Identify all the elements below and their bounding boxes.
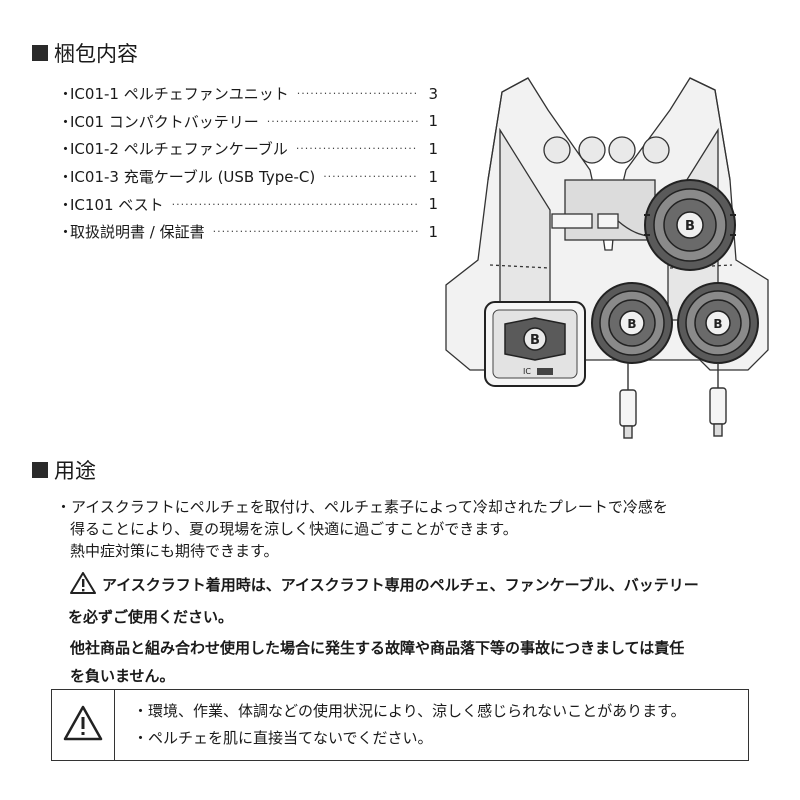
usage-line: ・アイスクラフトにペルチェを取付け、ペルチェ素子によって冷却されたプレートで冷感… (56, 498, 668, 516)
compact-battery: B IC (484, 301, 586, 387)
leader-dots (297, 87, 418, 100)
svg-text:B: B (713, 317, 722, 331)
package-item-qty: 3 (428, 84, 438, 103)
svg-text:B: B (685, 219, 695, 234)
package-item-name: IC01-1 ペルチェファンユニット (70, 85, 289, 104)
package-item: ・ IC01-3 充電ケーブル (USB Type-C) 1 (58, 163, 438, 191)
leader-dots (172, 198, 418, 211)
exclusive-use-warning: アイスクラフト着用時は、アイスクラフト専用のペルチェ、ファンケーブル、バッテリー… (68, 571, 770, 631)
leader-dots (213, 225, 418, 238)
package-item-qty: 1 (428, 167, 438, 186)
fan-cable (619, 363, 727, 439)
package-item-qty: 1 (428, 112, 438, 131)
package-item: ・ 取扱説明書 / 保証書 1 (58, 218, 438, 246)
usage-line: 熱中症対策にも期待できます。 (70, 542, 279, 560)
caution-icon-cell (52, 690, 115, 760)
package-item-list: ・ IC01-1 ペルチェファンユニット 3 ・ IC01 コンパクトバッテリー… (58, 80, 438, 246)
caution-lines: ・環境、作業、体調などの使用状況により、涼しく感じられないことがあります。 ・ペ… (115, 690, 686, 760)
package-item-name: IC01-3 充電ケーブル (USB Type-C) (70, 168, 316, 187)
package-item: ・ IC101 ベスト 1 (58, 190, 438, 218)
peltier-fan-unit: B (677, 282, 759, 364)
package-item-qty: 1 (428, 222, 438, 241)
package-item-qty: 1 (428, 195, 438, 214)
package-item-name: 取扱説明書 / 保証書 (70, 223, 205, 242)
caution-box: ・環境、作業、体調などの使用状況により、涼しく感じられないことがあります。 ・ペ… (51, 689, 749, 761)
warning-triangle-icon (63, 705, 103, 745)
package-item: ・ IC01-2 ペルチェファンケーブル 1 (58, 135, 438, 163)
leader-dots (323, 170, 418, 183)
liability-note: 他社商品と組み合わせ使用した場合に発生する故障や商品落下等の事故につきましては責… (70, 639, 685, 685)
package-item-name: IC101 ベスト (70, 195, 164, 214)
package-section-title: 梱包内容 (32, 38, 138, 68)
leader-dots (267, 115, 418, 128)
peltier-fan-unit: B (644, 179, 736, 271)
caution-line: ・環境、作業、体調などの使用状況により、涼しく感じられないことがあります。 (133, 702, 686, 720)
package-item-name: IC01 コンパクトバッテリー (70, 112, 259, 131)
package-item-qty: 1 (428, 139, 438, 158)
package-item-name: IC01-2 ペルチェファンケーブル (70, 140, 288, 159)
svg-text:B: B (530, 333, 540, 348)
usage-line: 得ることにより、夏の現場を涼しく快適に過ごすことができます。 (70, 520, 518, 538)
caution-line: ・ペルチェを肌に直接当てないでください。 (133, 729, 433, 747)
usage-section-title: 用途 (32, 455, 96, 485)
leader-dots (296, 142, 418, 155)
usage-paragraph: ・アイスクラフトにペルチェを取付け、ペルチェ素子によって冷却されたプレートで冷感… (56, 496, 766, 562)
title-square-marker (32, 45, 48, 61)
warning-triangle-icon (70, 572, 96, 603)
vest-fan-battery-illustration: B B B (440, 70, 780, 442)
package-item: ・ IC01 コンパクトバッテリー 1 (58, 108, 438, 136)
peltier-fan-unit: B (591, 282, 673, 364)
battery-label: IC (523, 367, 531, 376)
package-item: ・ IC01-1 ペルチェファンユニット 3 (58, 80, 438, 108)
svg-text:B: B (627, 317, 636, 331)
title-square-marker (32, 462, 48, 478)
